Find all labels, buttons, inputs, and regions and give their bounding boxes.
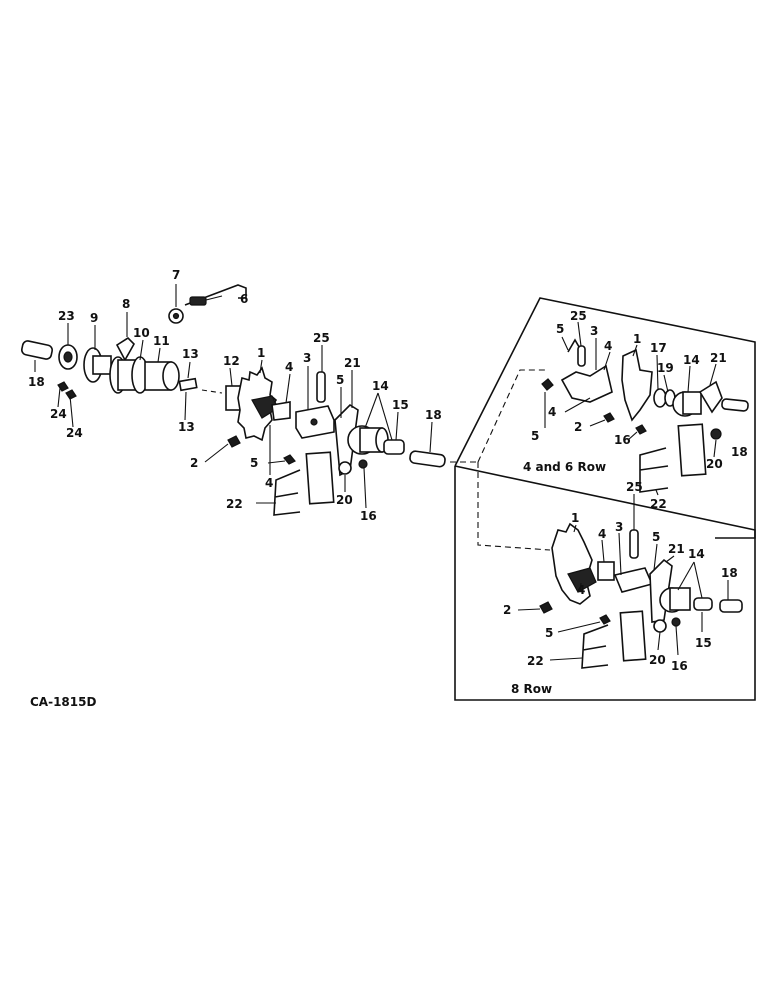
callout-label: 5 <box>652 530 660 544</box>
callout-label: 1 <box>257 346 265 360</box>
callout-label: 10 <box>133 326 150 340</box>
callout-label: 21 <box>710 351 727 365</box>
callout-label: 3 <box>303 351 311 365</box>
callout-label: 4 <box>285 360 293 374</box>
callout-label: 20 <box>706 457 723 471</box>
inset-label-8-row: 8 Row <box>511 682 552 696</box>
lower-inset-assembly <box>539 522 743 669</box>
callout-label: 25 <box>570 309 587 323</box>
callout-label: 16 <box>360 509 377 523</box>
callout-label: 4 <box>577 583 585 597</box>
leader-lines <box>34 284 729 661</box>
callout-label: 16 <box>671 659 688 673</box>
figure-id: CA-1815D <box>30 695 96 709</box>
callout-label: 17 <box>650 341 667 355</box>
inset-label-4-6-row: 4 and 6 Row <box>523 460 606 474</box>
callout-label: 3 <box>590 324 598 338</box>
callout-label: 5 <box>545 626 553 640</box>
upper-inset-assembly <box>541 338 749 493</box>
callout-label: 5 <box>336 373 344 387</box>
callout-label: 20 <box>649 653 666 667</box>
callout-label: 4 <box>604 339 612 353</box>
u-bolt-part <box>273 469 301 516</box>
callout-label: 14 <box>372 379 389 393</box>
callout-label: 5 <box>531 429 539 443</box>
callout-label: 1 <box>633 332 641 346</box>
pin-part <box>21 340 53 360</box>
callout-label: 8 <box>122 297 130 311</box>
sprocket-part <box>237 366 279 442</box>
callout-label: 16 <box>614 433 631 447</box>
callout-label: 4 <box>598 527 606 541</box>
callout-label: 3 <box>615 520 623 534</box>
plate-part <box>305 451 335 505</box>
callout-label: 25 <box>313 331 330 345</box>
callout-label: 22 <box>226 497 243 511</box>
callout-label: 24 <box>50 407 67 421</box>
callout-label: 2 <box>503 603 511 617</box>
callout-label: 19 <box>657 361 674 375</box>
callout-label: 5 <box>250 456 258 470</box>
callout-label: 12 <box>223 354 240 368</box>
lever-part <box>115 336 135 362</box>
callout-label: 11 <box>153 334 170 348</box>
callout-label: 25 <box>626 480 643 494</box>
callout-label: 13 <box>178 420 195 434</box>
callout-label: 4 <box>265 476 273 490</box>
callout-label: 2 <box>190 456 198 470</box>
callout-label: 24 <box>66 426 83 440</box>
crank-handle-part <box>184 284 247 306</box>
callout-label: 18 <box>731 445 748 459</box>
callout-label: 18 <box>721 566 738 580</box>
upper-inset-callouts: 5 25 3 1 17 4 14 21 19 5 4 2 16 20 18 22… <box>523 309 748 511</box>
callout-label: 5 <box>556 322 564 336</box>
callout-label: 22 <box>527 654 544 668</box>
callout-label: 1 <box>571 511 579 525</box>
main-callouts: 7 6 23 9 8 10 11 13 12 1 25 3 21 4 5 14 … <box>28 268 442 523</box>
callout-label: 18 <box>28 375 45 389</box>
callout-label: 15 <box>695 636 712 650</box>
main-assembly <box>21 284 446 516</box>
callout-label: 4 <box>548 405 556 419</box>
callout-label: 9 <box>90 311 98 325</box>
callout-label: 21 <box>344 356 361 370</box>
callout-label: 6 <box>240 292 248 306</box>
inset-frame <box>450 297 756 701</box>
callout-label: 18 <box>425 408 442 422</box>
callout-label: 14 <box>683 353 700 367</box>
lower-inset-callouts: 25 1 4 3 5 21 14 18 4 2 5 15 22 20 16 8 … <box>503 480 738 696</box>
callout-label: 23 <box>58 309 75 323</box>
key-part <box>178 377 198 392</box>
callout-label: 20 <box>336 493 353 507</box>
callout-label: 21 <box>668 542 685 556</box>
callout-label: 13 <box>182 347 199 361</box>
callout-label: 14 <box>688 547 705 561</box>
callout-label: 2 <box>574 420 582 434</box>
bolt-part <box>189 296 207 306</box>
callout-label: 22 <box>650 497 667 511</box>
callout-label: 7 <box>172 268 180 282</box>
callout-label: 15 <box>392 398 409 412</box>
